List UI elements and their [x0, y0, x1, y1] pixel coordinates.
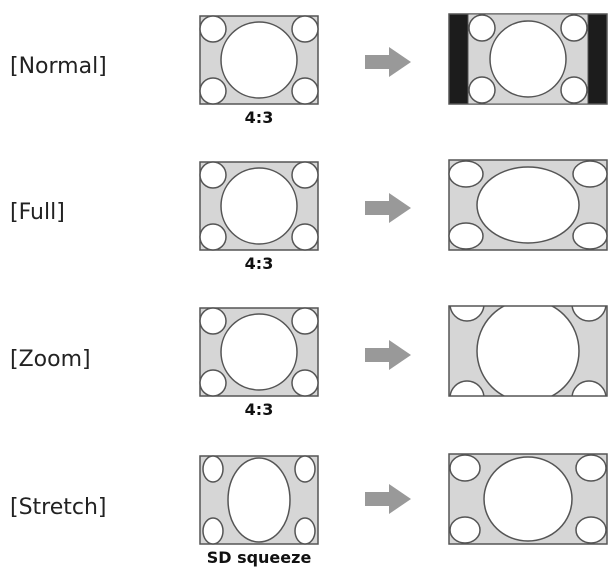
result-frame-normal	[448, 13, 608, 105]
arrow-icon	[365, 193, 411, 223]
arrow-icon	[365, 484, 411, 514]
source-frame-zoom	[199, 307, 319, 397]
arrow-icon	[365, 340, 411, 370]
caption-zoom: 4:3	[244, 400, 274, 419]
mode-label-zoom: [Zoom]	[10, 347, 91, 372]
mode-label-stretch: [Stretch]	[10, 495, 107, 520]
caption-normal: 4:3	[244, 108, 274, 127]
result-frame-stretch	[448, 453, 608, 545]
caption-stretch: SD squeeze	[206, 548, 312, 567]
source-frame-full	[199, 161, 319, 251]
mode-label-full: [Full]	[10, 200, 65, 225]
result-frame-zoom	[448, 305, 608, 397]
mode-label-normal: [Normal]	[10, 54, 107, 79]
result-frame-full	[448, 159, 608, 251]
caption-full: 4:3	[244, 254, 274, 273]
source-frame-normal	[199, 15, 319, 105]
source-frame-stretch	[199, 455, 319, 545]
arrow-icon	[365, 47, 411, 77]
